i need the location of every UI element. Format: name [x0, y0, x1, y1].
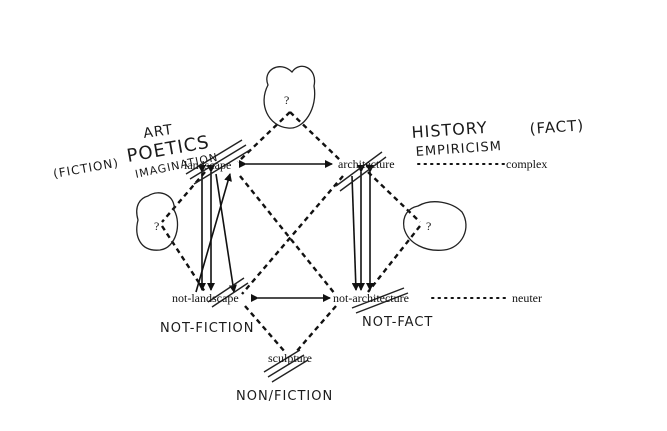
slash-architecture — [335, 151, 387, 192]
edge-diagonal-landscape-notarchitecture — [239, 175, 336, 295]
slash-notlandscape — [207, 277, 249, 308]
node-left-unknown: ? — [154, 219, 159, 233]
solid-arrows — [195, 160, 374, 302]
edge-architecture-right — [367, 171, 421, 223]
edge-right-notarchitecture — [367, 225, 421, 293]
annotation-fiction: (FICTION) — [52, 156, 120, 181]
circle-left — [136, 192, 179, 251]
node-right-unknown: ? — [426, 219, 431, 233]
edge-top-landscape — [237, 111, 291, 163]
hand-circles — [136, 65, 467, 251]
term-complex: complex — [506, 157, 547, 171]
annotation-fact: (FACT) — [529, 116, 585, 138]
slash-marks — [185, 139, 409, 383]
arrow-notlandscape-landscape-diag — [195, 173, 232, 293]
annotation-non-fiction: NON/FICTION — [236, 389, 333, 404]
node-top-unknown: ? — [284, 93, 289, 107]
annotation-art: ART — [142, 122, 174, 142]
slash-notarchitecture — [351, 287, 409, 314]
edge-top-architecture — [289, 111, 341, 161]
annotation-not-fact: NOT-FACT — [362, 315, 433, 330]
circle-right — [402, 201, 467, 251]
annotation-not-fiction: NOT-FICTION — [160, 321, 255, 336]
node-not-landscape: not-landscape — [172, 291, 239, 305]
arrow-landscape-notlandscape-diag — [215, 173, 237, 293]
slash-landscape — [185, 139, 251, 185]
node-landscape: landscape — [184, 158, 231, 172]
annotation-history: HISTORY — [411, 118, 488, 142]
slash-sculpture — [263, 349, 309, 383]
edge-diagonal-architecture-notlandscape — [241, 175, 344, 295]
edge-notarchitecture-sculpture — [295, 305, 337, 353]
node-not-architecture: not-architecture — [333, 291, 409, 305]
edge-notlandscape-sculpture — [244, 305, 286, 353]
circle-top — [263, 65, 316, 129]
node-sculpture: sculpture — [268, 351, 312, 365]
annotation-empiricism: EMPIRICISM — [415, 139, 502, 160]
edge-left-notlandscape — [160, 225, 207, 293]
edge-landscape-left — [161, 171, 206, 223]
arrow-architecture-notarchitecture-c — [351, 175, 360, 291]
node-architecture: architecture — [338, 157, 395, 171]
term-neuter: neuter — [512, 291, 542, 305]
dashed-edges — [160, 111, 421, 353]
